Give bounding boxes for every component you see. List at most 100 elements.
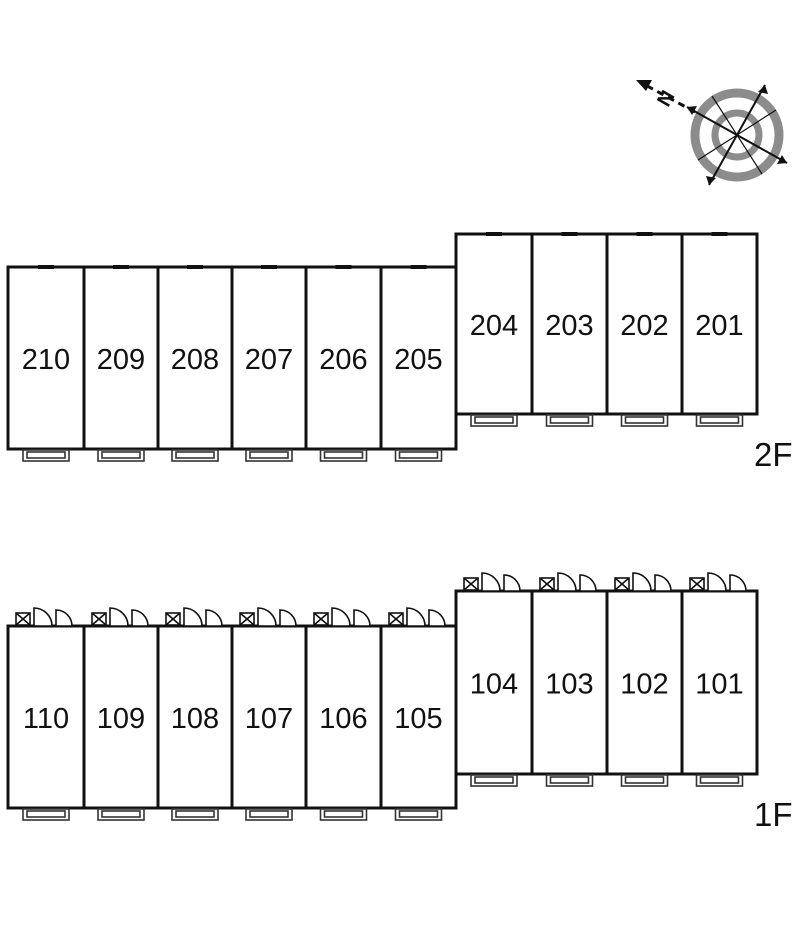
balcony xyxy=(620,414,669,427)
unit-number: 101 xyxy=(695,669,743,701)
unit-110: 110 xyxy=(6,607,86,821)
unit-108: 108 xyxy=(156,607,234,821)
balcony xyxy=(394,808,443,821)
unit-number: 204 xyxy=(470,310,518,342)
floor-1f: 110 109 108 107 106 105 104 103 102 101 1F xyxy=(6,572,793,833)
unit-number: 201 xyxy=(695,310,743,342)
compass-rose-icon xyxy=(686,84,788,186)
unit-number: 110 xyxy=(23,703,69,735)
unit-number: 210 xyxy=(22,344,70,376)
door-swing-icon xyxy=(579,574,597,592)
unit-203: 203 xyxy=(530,232,609,427)
unit-number: 107 xyxy=(245,703,293,735)
unit-109: 109 xyxy=(82,607,160,821)
unit-outline xyxy=(379,265,458,451)
door-swing-icon xyxy=(707,572,727,592)
door-swing-icon xyxy=(428,609,446,627)
door-swing-icon xyxy=(183,607,203,627)
unit-outline xyxy=(82,624,160,810)
unit-205: 205 xyxy=(379,265,458,462)
balcony xyxy=(97,808,145,821)
unit-202: 202 xyxy=(605,232,684,427)
door-swing-icon xyxy=(55,609,73,627)
window-mark xyxy=(486,232,502,236)
unit-number: 202 xyxy=(620,310,668,342)
unit-106: 106 xyxy=(304,607,383,821)
balcony xyxy=(97,449,145,462)
window-mark xyxy=(335,265,352,269)
meter-box-icon xyxy=(239,612,255,626)
balcony xyxy=(470,774,518,787)
balcony xyxy=(171,449,219,462)
balcony xyxy=(22,449,70,462)
door-swing-icon xyxy=(257,607,277,627)
door-swing-icon xyxy=(729,574,747,592)
unit-outline xyxy=(230,265,308,451)
balcony xyxy=(620,774,669,787)
unit-number: 102 xyxy=(620,669,668,701)
unit-209: 209 xyxy=(82,265,160,462)
north-label: N xyxy=(653,87,679,111)
balcony xyxy=(695,774,744,787)
unit-103: 103 xyxy=(530,572,609,787)
door-swing-icon xyxy=(503,574,521,592)
window-mark xyxy=(711,232,728,236)
door-swing-icon xyxy=(353,609,371,627)
unit-outline xyxy=(156,265,234,451)
meter-box-icon xyxy=(463,577,479,591)
balcony xyxy=(695,414,744,427)
meter-box-icon xyxy=(614,577,630,591)
window-mark xyxy=(38,265,54,269)
unit-210: 210 xyxy=(6,265,86,462)
balcony xyxy=(319,449,368,462)
floor-2f: 210 209 208 207 206 205 204 203 202 201 2F xyxy=(6,232,793,473)
unit-outline xyxy=(605,232,684,416)
unit-201: 201 xyxy=(680,232,759,427)
unit-208: 208 xyxy=(156,265,234,462)
unit-number: 205 xyxy=(394,344,442,376)
north-arrow-icon xyxy=(636,80,696,114)
door-swing-icon xyxy=(131,609,149,627)
unit-number: 109 xyxy=(97,703,145,735)
unit-outline xyxy=(6,624,86,810)
window-mark xyxy=(187,265,203,269)
floor-label: 2F xyxy=(754,436,793,473)
door-swing-icon xyxy=(406,607,426,627)
door-swing-icon xyxy=(205,609,223,627)
balcony xyxy=(545,774,594,787)
door-swing-icon xyxy=(654,574,672,592)
window-mark xyxy=(261,265,277,269)
unit-outline xyxy=(680,232,759,416)
door-swing-icon xyxy=(109,607,129,627)
unit-number: 105 xyxy=(394,703,442,735)
unit-number: 104 xyxy=(470,669,518,701)
unit-number: 206 xyxy=(319,344,367,376)
meter-box-icon xyxy=(388,612,404,626)
window-mark xyxy=(636,232,653,236)
meter-box-icon xyxy=(15,612,31,626)
door-swing-icon xyxy=(557,572,577,592)
meter-box-icon xyxy=(313,612,329,626)
unit-outline xyxy=(304,624,383,810)
unit-number: 207 xyxy=(245,344,293,376)
unit-101: 101 xyxy=(680,572,759,787)
unit-outline xyxy=(6,265,86,451)
meter-box-icon xyxy=(539,577,555,591)
unit-number: 208 xyxy=(171,344,219,376)
compass: N xyxy=(636,80,788,186)
balcony xyxy=(394,449,443,462)
meter-box-icon xyxy=(689,577,705,591)
door-swing-icon xyxy=(279,609,297,627)
unit-104: 104 xyxy=(454,572,534,787)
unit-107: 107 xyxy=(230,607,308,821)
unit-207: 207 xyxy=(230,265,308,462)
balcony xyxy=(470,414,518,427)
balcony xyxy=(245,449,293,462)
window-mark xyxy=(410,265,427,269)
balcony xyxy=(545,414,594,427)
balcony xyxy=(319,808,368,821)
unit-number: 209 xyxy=(97,344,145,376)
balcony xyxy=(245,808,293,821)
floor-label: 1F xyxy=(754,796,793,833)
